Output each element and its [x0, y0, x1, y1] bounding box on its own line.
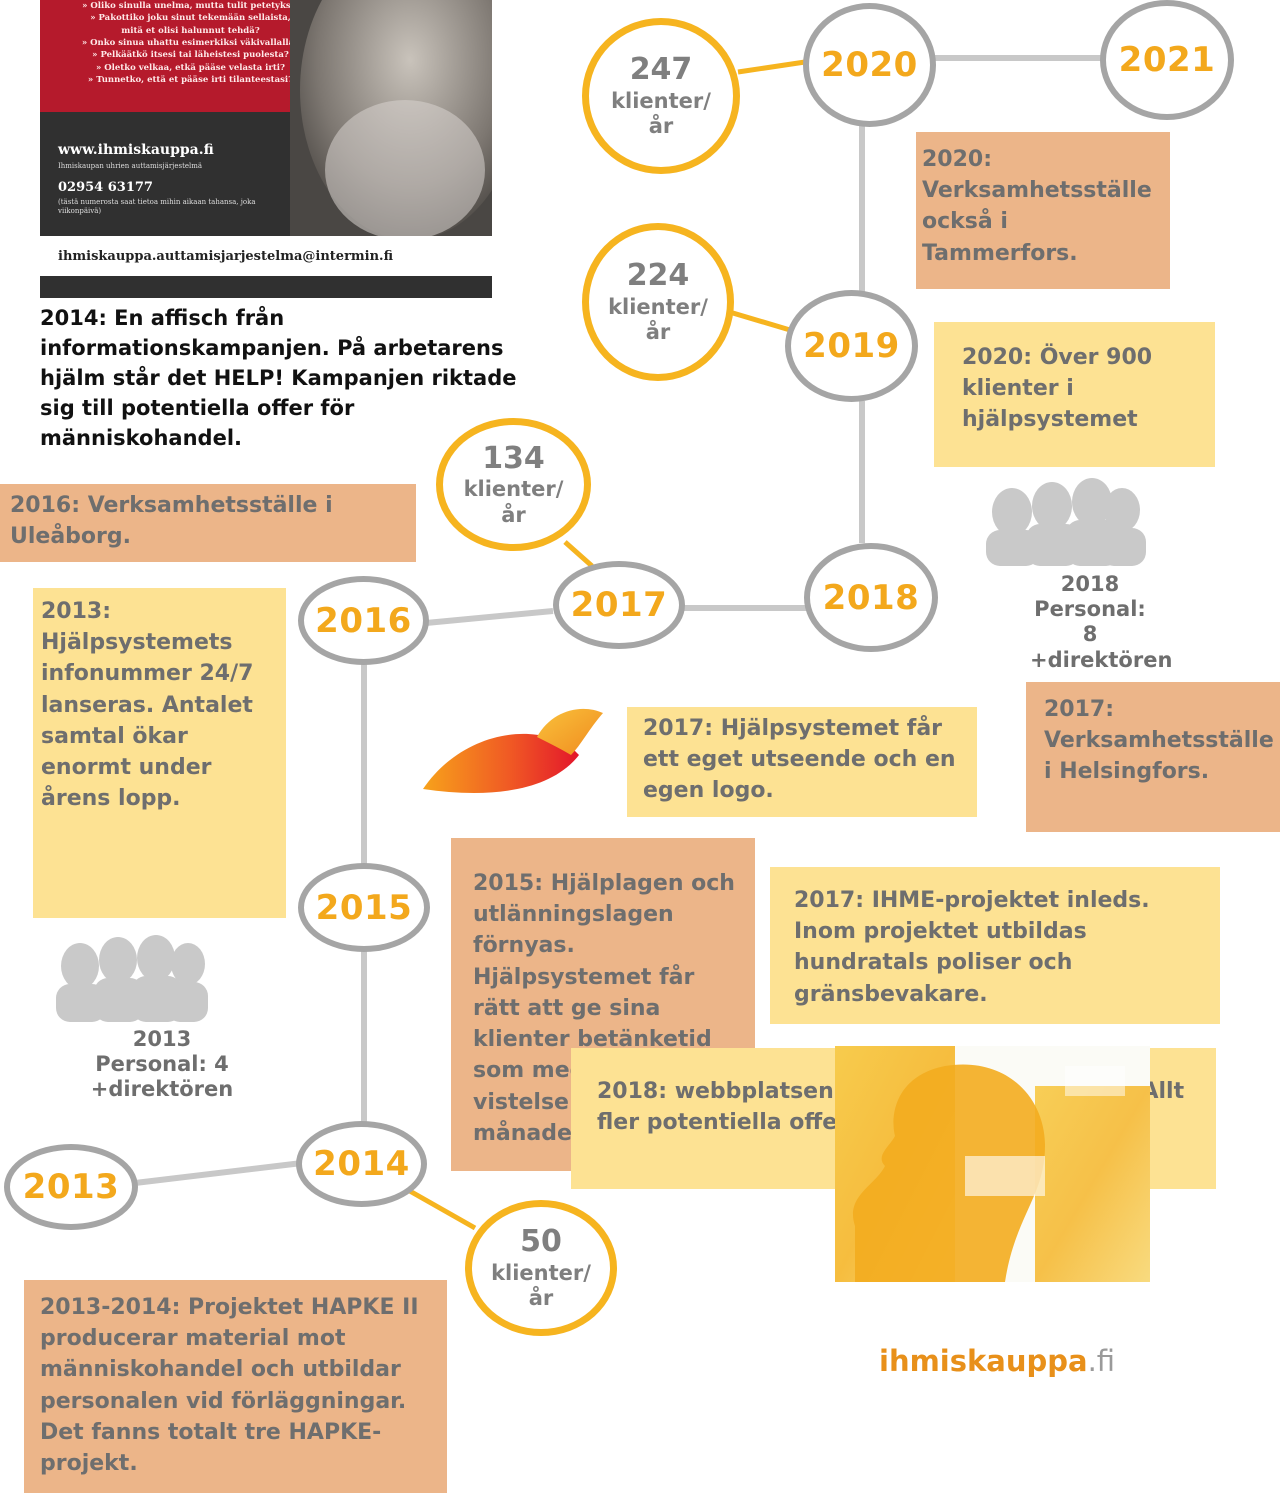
poster-phone: 02954 63177	[58, 180, 153, 195]
year-label: 2020	[821, 45, 918, 85]
box-2017-helsingfors: 2017: Verksamhetsställe i Helsingfors.	[1026, 682, 1280, 832]
year-label: 2013	[22, 1167, 120, 1207]
website-name-main: ihmiskauppa	[879, 1344, 1088, 1378]
staff-label-2013: 2013 Personal: 4 +direktören	[82, 1027, 242, 1103]
line-2016-2017	[425, 608, 554, 626]
year-circle-2018: 2018	[804, 543, 938, 652]
clients-unit: klienter/	[608, 294, 708, 319]
poster-questions: » Oliko sinulla unelma, mutta tulit pete…	[48, 0, 333, 86]
staff-group-icon-2018	[986, 478, 1146, 566]
year-label: 2017	[570, 585, 668, 625]
clients-unit: år	[645, 320, 671, 345]
ihmiskauppa-face-image	[835, 1046, 1150, 1282]
poster-line: » Onko sinua uhattu esimerkiksi väkivall…	[81, 37, 300, 48]
box-2020-tammerfors: 2020: Verksamhetsställe också i Tammerfo…	[916, 132, 1170, 289]
connector-2020-clients	[737, 59, 806, 75]
poster-face-image	[290, 0, 492, 236]
staff-extra: +direktören	[90, 1077, 234, 1102]
clients-unit: år	[528, 1286, 554, 1311]
staff-count: Personal: 8	[1034, 597, 1146, 647]
staff-count: Personal: 4	[95, 1052, 229, 1077]
year-label: 2015	[315, 887, 413, 928]
poster-line: » Oletko velkaa, etkä pääse velasta irti…	[95, 62, 286, 73]
clients-count: 247	[629, 52, 693, 88]
staff-group-icon-2013	[56, 935, 208, 1022]
bird-logo-icon	[423, 708, 603, 793]
clients-circle-2014: 50 klienter/ år	[465, 1200, 617, 1336]
year-label: 2014	[313, 1144, 410, 1184]
clients-count: 224	[626, 258, 690, 294]
year-label: 2018	[822, 577, 920, 618]
poster-line: » Pakottiko joku sinut tekemään sellaist…	[90, 13, 291, 24]
poster-email-strip: ihmiskauppa.auttamisjarjestelma@intermin…	[40, 236, 492, 276]
poster-url: www.ihmiskauppa.fi	[58, 142, 214, 158]
poster-caption: 2014: En affisch från informationskampan…	[40, 306, 517, 451]
clients-unit: klienter/	[491, 1260, 591, 1285]
clients-circle-2017: 134 klienter/ år	[436, 418, 591, 551]
clients-unit: klienter/	[463, 477, 564, 502]
box-2020-clients: 2020: Över 900 klienter i hjälpsystemet	[934, 322, 1215, 467]
clients-count: 134	[482, 440, 545, 476]
timeline-path	[134, 55, 1101, 1186]
year-label: 2021	[1118, 40, 1216, 80]
box-2016-uleaborg: 2016: Verksamhetsställe i Uleåborg.	[0, 484, 416, 562]
clients-unit: år	[648, 114, 674, 139]
campaign-poster: » Oliko sinulla unelma, mutta tulit pete…	[40, 0, 492, 298]
year-circle-2020: 2020	[803, 3, 936, 127]
year-label: 2016	[315, 600, 412, 641]
clients-unit: år	[501, 502, 526, 527]
staff-year: 2018	[1060, 572, 1120, 596]
year-circle-2015: 2015	[298, 863, 430, 952]
connector-2017-clients	[563, 540, 594, 568]
year-circle-2013: 2013	[4, 1144, 138, 1230]
website-name-tld: .fi	[1087, 1344, 1116, 1378]
year-circle-2016: 2016	[298, 576, 429, 665]
year-circle-2019: 2019	[785, 290, 918, 402]
box-2013-2014-hapke: 2013-2014: Projektet HAPKE II producerar…	[24, 1280, 447, 1493]
poster-line: » Oliko sinulla unelma, mutta tulit pete…	[82, 1, 299, 11]
year-circle-2017: 2017	[553, 561, 685, 649]
staff-extra: +direktören	[1030, 647, 1173, 672]
poster-line: mitä et olisi halunnut tehdä?	[121, 25, 260, 36]
year-label: 2019	[803, 326, 900, 366]
clients-count: 50	[520, 1224, 562, 1260]
poster-phone-note: (tästä numerosta saat tietoa mihin aikaa…	[58, 198, 256, 216]
box-2017-ihme: 2017: IHME-projektet inleds. Inom projek…	[770, 867, 1220, 1024]
poster-email: ihmiskauppa.auttamisjarjestelma@intermin…	[58, 248, 394, 264]
poster-line: » Tunnetko, että et pääse irti tilantees…	[87, 74, 294, 85]
clients-circle-2019: 224 klienter/ år	[582, 223, 734, 381]
poster-subtitle: Ihmiskaupan uhrien auttamisjärjestelmä	[58, 162, 203, 170]
poster-line: » Pelkäätkö itsesi tai läheistesi puoles…	[92, 50, 289, 61]
line-2013-2014	[134, 1160, 303, 1186]
connector-2014-clients	[406, 1187, 477, 1231]
website-name: ihmiskauppa.fi	[879, 1344, 1115, 1378]
box-2013-infonummer: 2013: Hjälpsystemets infonummer 24/7 lan…	[33, 588, 286, 918]
clients-circle-2020: 247 klienter/ år	[582, 18, 740, 174]
clients-unit: klienter/	[611, 88, 711, 113]
staff-year: 2013	[132, 1027, 192, 1051]
staff-label-2018: 2018 Personal: 8 +direktören	[1030, 572, 1173, 673]
box-2017-logo: 2017: Hjälpsystemet får ett eget utseend…	[627, 707, 977, 817]
year-circle-2014: 2014	[296, 1121, 427, 1207]
year-circle-2021: 2021	[1100, 0, 1234, 120]
